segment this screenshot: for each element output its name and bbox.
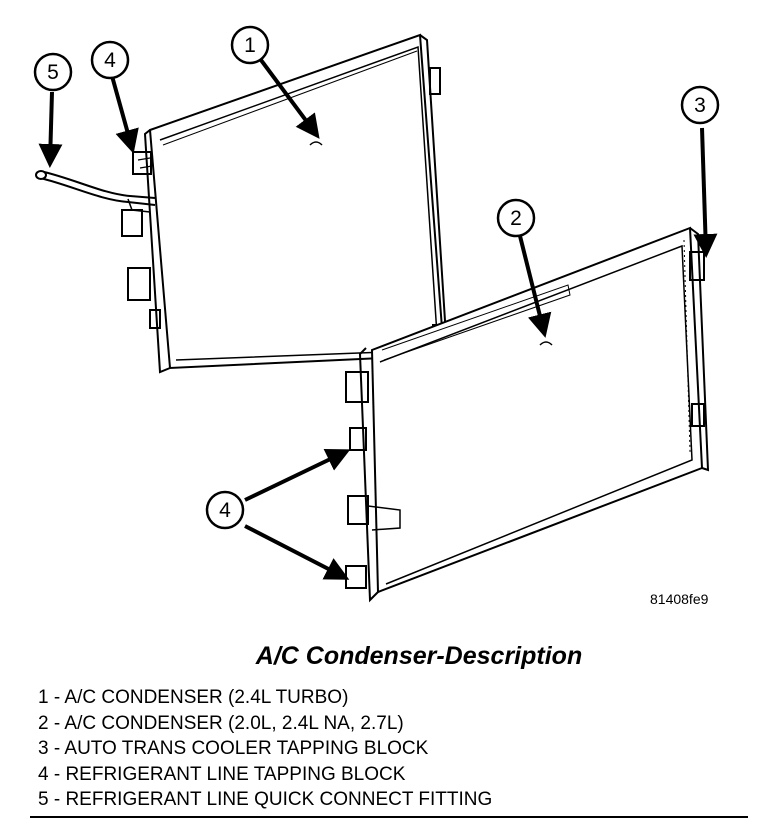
callout-4-lower: 4 [205, 490, 245, 530]
callout-4-top-label: 4 [104, 49, 116, 72]
leader-1 [253, 50, 320, 139]
callout-4-top: 4 [90, 40, 130, 80]
callout-3-label: 3 [694, 94, 706, 117]
callout-5-label: 5 [47, 61, 59, 84]
legend-item-3: 3 - AUTO TRANS COOLER TAPPING BLOCK [38, 738, 429, 759]
condenser-diagram: 1 2 3 4 5 4 [33, 25, 720, 603]
leader-4-lower-a [244, 448, 351, 502]
callout-1-label: 1 [244, 34, 256, 57]
leader-4-top [110, 75, 139, 154]
callout-5: 5 [33, 52, 73, 92]
legend-item-2: 2 - A/C CONDENSER (2.0L, 2.4L NA, 2.7L) [38, 712, 404, 734]
leader-4-lower-b [244, 524, 350, 580]
callout-4-lower-label: 4 [219, 499, 231, 522]
callout-1: 1 [230, 25, 270, 65]
callout-3: 3 [680, 85, 720, 125]
legend-item-1: 1 - A/C CONDENSER (2.4L TURBO) [38, 687, 349, 708]
figure-title: A/C Condenser-Description [255, 642, 583, 670]
bottom-divider [30, 816, 748, 818]
figure-code: 81408fe9 [650, 591, 709, 607]
legend-item-4: 4 - REFRIGERANT LINE TAPPING BLOCK [38, 763, 406, 785]
leader-5 [38, 91, 63, 168]
condenser-2-drawing [345, 226, 710, 603]
legend-list: 1 - A/C CONDENSER (2.4L TURBO) 2 - A/C C… [38, 685, 492, 813]
condenser-1-drawing [121, 33, 449, 374]
leader-lines [38, 50, 718, 580]
leader-2 [518, 235, 552, 338]
refrigerant-line-fitting [35, 170, 156, 213]
callout-2: 2 [496, 198, 536, 238]
callout-2-label: 2 [510, 207, 522, 230]
leader-3 [693, 127, 718, 258]
legend-item-5: 5 - REFRIGERANT LINE QUICK CONNECT FITTI… [38, 789, 493, 810]
